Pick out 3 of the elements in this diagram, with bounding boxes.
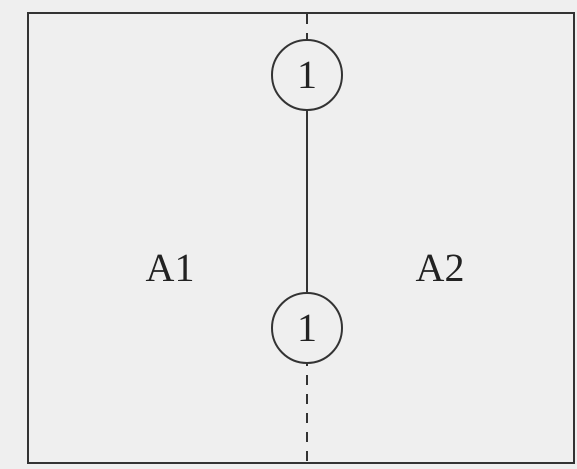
region-label: A1 bbox=[146, 248, 194, 288]
connector-line bbox=[306, 111, 308, 292]
region-label: A2 bbox=[416, 248, 464, 288]
